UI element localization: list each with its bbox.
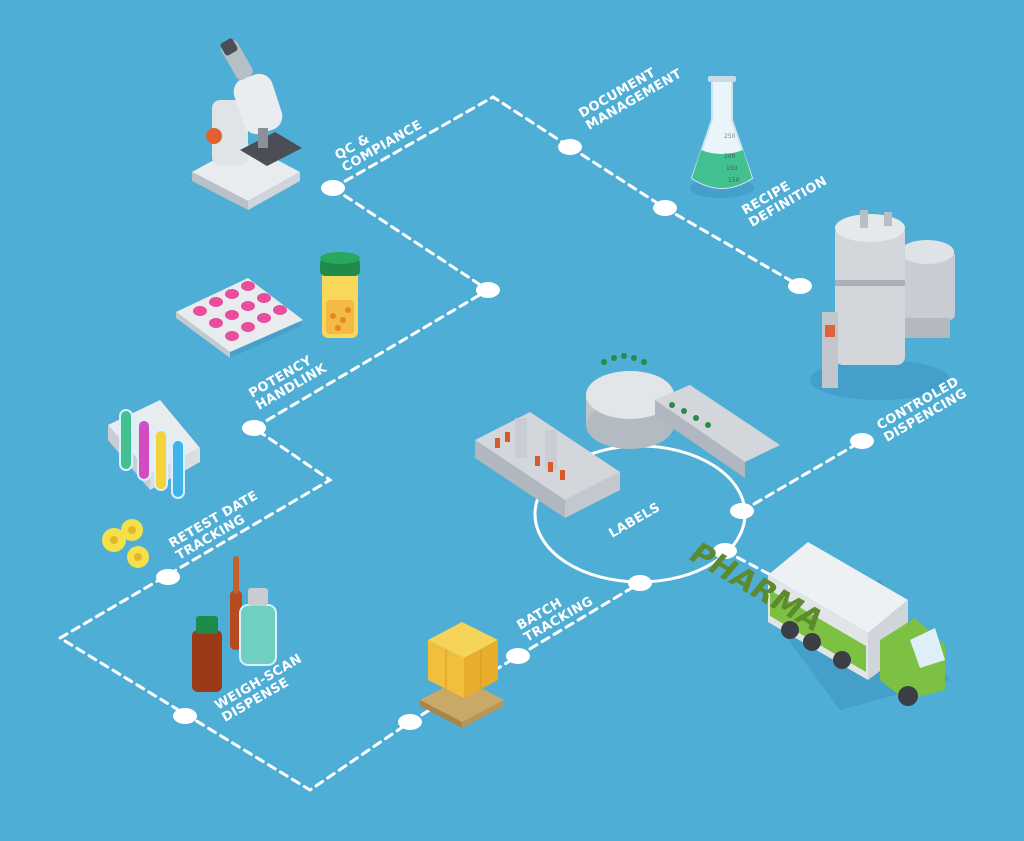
flowers-icon <box>102 519 149 568</box>
flask-icon: 250 200 150 150 <box>690 76 754 198</box>
bottles-icon <box>192 556 277 692</box>
node-labels-right <box>713 543 737 559</box>
node-batch <box>506 648 530 664</box>
node-recipe <box>653 200 677 216</box>
flask-mark-4: 150 <box>728 177 740 184</box>
pill-jar-icon <box>320 252 360 338</box>
label-potency-handlink: POTENCY HANDLINK <box>247 353 331 413</box>
path-qc-to-document <box>331 95 572 190</box>
node-qc <box>321 180 345 196</box>
path-batch-to-labels <box>516 581 642 658</box>
flask-mark-3: 150 <box>726 165 738 172</box>
node-labels-top <box>730 503 754 519</box>
pallet-boxes-icon <box>420 622 504 728</box>
node-potency <box>476 282 500 298</box>
node-tanks <box>788 278 812 294</box>
label-labels-center: LABELS <box>607 500 664 541</box>
microscope-icon <box>190 38 302 210</box>
path-nodes <box>156 139 874 730</box>
node-weigh <box>173 708 197 724</box>
label-qc-compliance: QC & COMPIANCE <box>333 118 425 176</box>
blister-pack-icon <box>176 278 303 358</box>
node-retest <box>242 420 266 436</box>
test-tubes-icon <box>108 400 200 499</box>
node-pallet <box>398 714 422 730</box>
node-dispensing <box>850 433 874 449</box>
node-document <box>558 139 582 155</box>
storage-tanks-icon <box>810 210 955 400</box>
conveyor-machine-icon <box>475 353 780 518</box>
flask-mark-1: 250 <box>724 133 736 140</box>
label-recipe-definition: RECIPE DEFINITION <box>740 174 830 231</box>
label-document-management: DOCUMENT MANAGEMENT <box>577 66 685 134</box>
node-labels-bottom <box>628 575 652 591</box>
node-retest-lower <box>156 569 180 585</box>
label-batch-tracking: BATCH TRACKING <box>515 594 596 646</box>
flask-mark-2: 200 <box>724 153 736 160</box>
label-labels-text: LABELS <box>607 500 664 541</box>
path-labels-to-dispensing <box>740 439 864 513</box>
pharma-truck-icon: PHARMA <box>681 537 950 710</box>
